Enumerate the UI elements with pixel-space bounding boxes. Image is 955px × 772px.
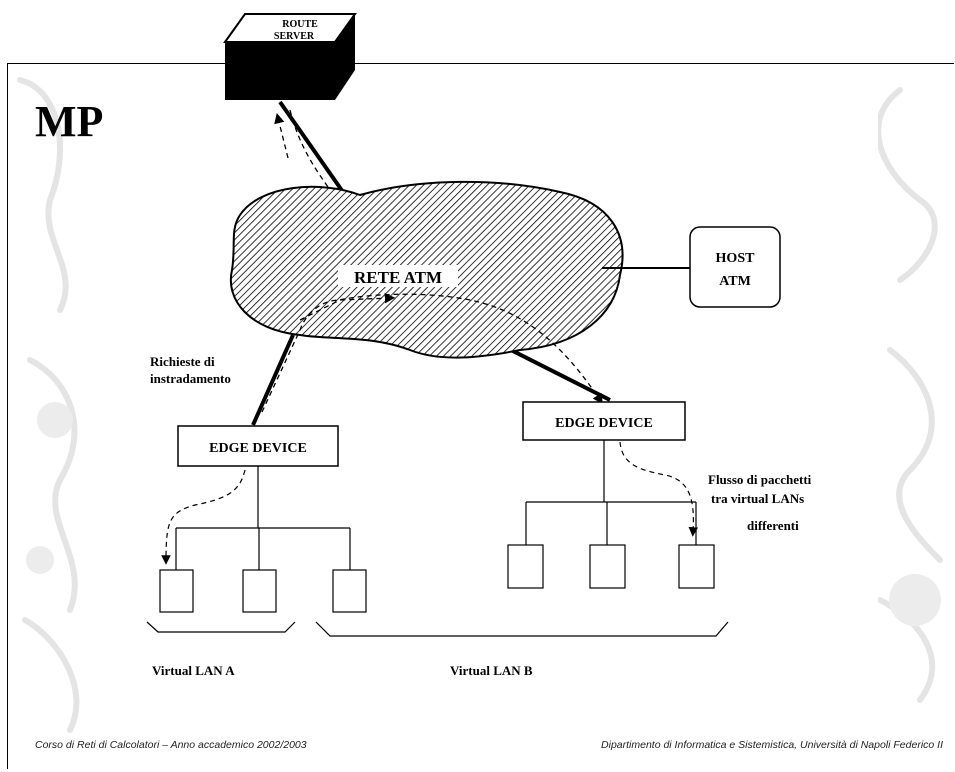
footer-course: Corso di Reti di Calcolatori – Anno acca… bbox=[35, 739, 307, 751]
host-right-1 bbox=[507, 544, 544, 589]
host-left-3 bbox=[332, 569, 367, 613]
edge-device-right-label: EDGE DEVICE bbox=[555, 416, 653, 431]
lan-left-tree bbox=[175, 466, 351, 570]
host-atm: HOST ATM bbox=[689, 226, 781, 308]
vlan-a-label: Virtual LAN A bbox=[152, 663, 235, 678]
footer-department: Dipartimento di Informatica e Sistemisti… bbox=[601, 739, 943, 751]
atm-network-label: RETE ATM bbox=[354, 268, 442, 287]
host-atm-label-line1: HOST bbox=[716, 251, 756, 266]
route-server-label-line1: ROUTE bbox=[282, 19, 318, 30]
requests-label-line2: instradamento bbox=[150, 371, 231, 386]
packet-flow-paths bbox=[161, 441, 699, 565]
edge-device-right: EDGE DEVICE bbox=[522, 401, 686, 441]
route-server-label-line2: SERVER bbox=[274, 31, 315, 42]
edge-device-left-label: EDGE DEVICE bbox=[209, 441, 307, 456]
slide-frame bbox=[7, 63, 954, 769]
lan-right-tree bbox=[525, 440, 697, 545]
requests-label-line1: Richieste di bbox=[150, 354, 215, 369]
flow-label-line1: Flusso di pacchetti bbox=[708, 472, 812, 487]
request-paths bbox=[261, 109, 603, 413]
edge-device-left: EDGE DEVICE bbox=[177, 425, 339, 467]
vlan-b-label: Virtual LAN B bbox=[450, 663, 533, 678]
host-left-1 bbox=[159, 569, 194, 613]
host-right-3 bbox=[678, 544, 715, 589]
host-atm-label-line2: ATM bbox=[719, 274, 751, 289]
route-server: ROUTE SERVER bbox=[223, 13, 357, 100]
host-right-2 bbox=[589, 544, 626, 589]
slide-title: MP bbox=[35, 97, 104, 146]
flow-label-line2: tra virtual LANs bbox=[711, 491, 804, 506]
vlan-braces bbox=[146, 621, 729, 637]
flow-label-line3: differenti bbox=[747, 518, 799, 533]
atm-links bbox=[251, 100, 611, 426]
host-left-2 bbox=[242, 569, 277, 613]
